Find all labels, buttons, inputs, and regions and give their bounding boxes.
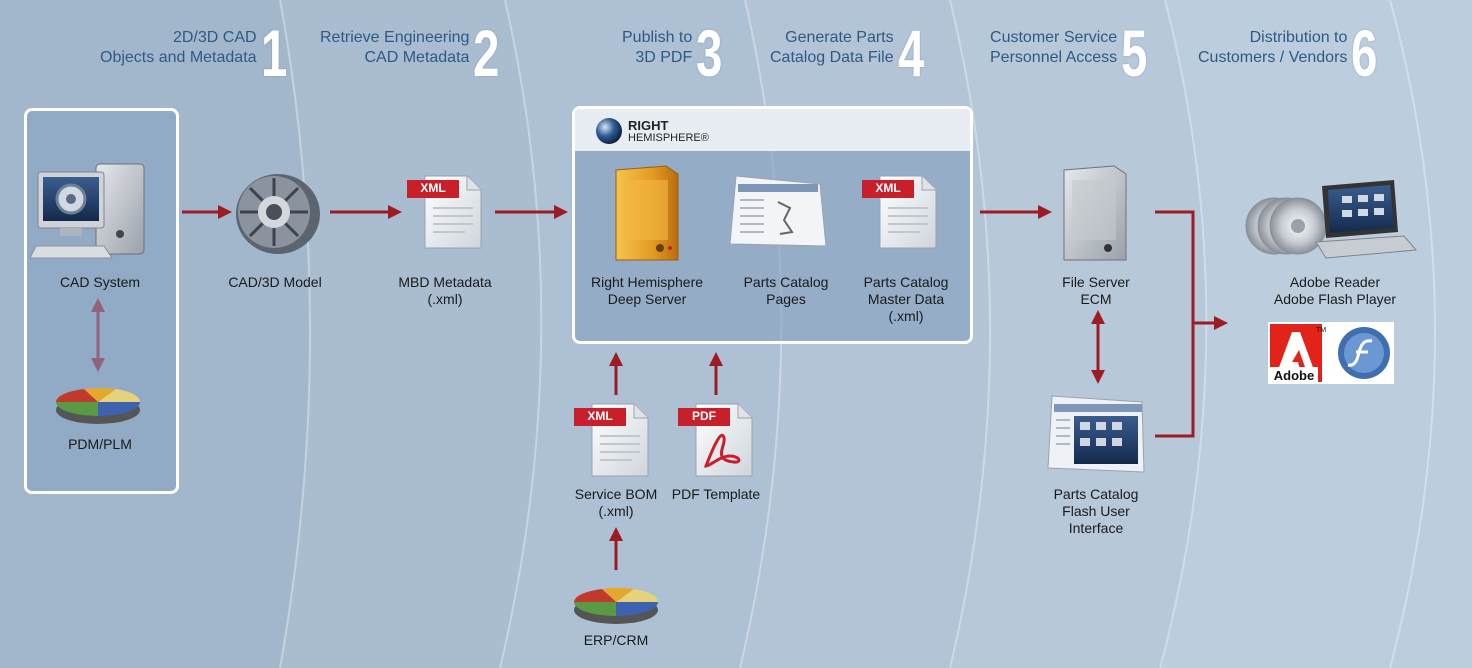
- computer-icon: [30, 163, 145, 259]
- hemisphere-logo-icon: [596, 118, 622, 144]
- adobe-wordmark: Adobe: [1270, 367, 1318, 384]
- deep-server-line2: Deep Server: [607, 291, 687, 307]
- step-5-line1: Customer Service: [990, 29, 1118, 46]
- step-1-line1: 2D/3D CAD: [172, 29, 257, 46]
- xml-document-icon: [862, 175, 937, 249]
- step-6-header: Distribution to Customers / Vendors 6: [1198, 16, 1391, 90]
- step-4-line1: Generate Parts: [785, 29, 894, 46]
- step-1-text: 2D/3D CAD Objects and Metadata: [100, 28, 257, 68]
- step-5-number: 5: [1121, 16, 1148, 90]
- step-1-number: 1: [260, 16, 287, 90]
- logo-line2: HEMISPHERE®: [628, 132, 709, 144]
- cd-laptop-icon: [1245, 180, 1418, 259]
- server-icon: [615, 165, 679, 261]
- flash-ui-line3: Interface: [1068, 520, 1124, 536]
- erp-crm-label: ERP/CRM: [583, 632, 649, 648]
- step-2-number: 2: [473, 16, 500, 90]
- mbd-label-line1: MBD Metadata: [398, 274, 492, 290]
- logo-line1: RIGHT: [628, 118, 669, 133]
- service-bom-line1: Service BOM: [574, 486, 658, 502]
- step-4-number: 4: [897, 16, 925, 90]
- file-server-icon: [1063, 165, 1127, 261]
- step-6-line2: Customers / Vendors: [1198, 49, 1348, 66]
- step-3-number: 3: [696, 16, 723, 90]
- xml-badge-master: XML: [875, 181, 901, 195]
- deep-server-line1: Right Hemisphere: [590, 274, 704, 290]
- pdf-document-icon: [678, 403, 753, 477]
- mbd-metadata-label: MBD Metadata(.xml): [385, 274, 505, 308]
- master-data-line2: Master Data: [867, 291, 945, 307]
- file-server-line2: ECM: [1080, 291, 1112, 307]
- adobe-tm: TM: [1316, 327, 1327, 334]
- step-6-text: Distribution to Customers / Vendors: [1198, 28, 1347, 68]
- pdf-template-label: PDF Template: [671, 486, 761, 502]
- service-bom-label: Service BOM(.xml): [556, 486, 676, 520]
- adobe-reader-line1: Adobe Reader: [1289, 274, 1381, 290]
- cad-model-label: CAD/3D Model: [228, 274, 322, 290]
- step-3-text: Publish to 3D PDF: [622, 28, 692, 68]
- step-6-line1: Distribution to: [1249, 29, 1348, 46]
- pdf-badge: PDF: [692, 409, 716, 423]
- cad-system-label: CAD System: [59, 274, 141, 290]
- master-data-line3: (.xml): [888, 308, 924, 324]
- flash-ui-icon: [1047, 395, 1145, 473]
- catalog-pages-line1: Parts Catalog: [743, 274, 829, 290]
- step-3-line2: 3D PDF: [635, 49, 693, 66]
- master-data-line1: Parts Catalog: [863, 274, 949, 290]
- step-4-line2: Catalog Data File: [770, 49, 894, 66]
- pie-database-icon: [56, 387, 141, 424]
- mbd-label-line2: (.xml): [427, 291, 463, 307]
- step-6-number: 6: [1351, 16, 1378, 90]
- step-1-header: 2D/3D CAD Objects and Metadata 1: [100, 16, 301, 90]
- xml-badge-bom: XML: [587, 409, 613, 423]
- step-2-line2: CAD Metadata: [364, 49, 470, 66]
- logo-bar: [575, 109, 970, 151]
- pdm-plm-label: PDM/PLM: [68, 436, 132, 452]
- step-2-line1: Retrieve Engineering: [320, 29, 470, 46]
- flash-ui-line1: Parts Catalog: [1053, 486, 1139, 502]
- xml-document-icon: [574, 403, 649, 477]
- step-5-line2: Personnel Access: [990, 49, 1118, 66]
- service-bom-line2: (.xml): [598, 503, 634, 519]
- step-1-line2: Objects and Metadata: [100, 49, 257, 66]
- pie-database-icon: [574, 587, 659, 624]
- flash-ui-line2: Flash User: [1062, 503, 1130, 519]
- catalog-pages-line2: Pages: [766, 291, 806, 307]
- file-server-line1: File Server: [1062, 274, 1130, 290]
- xml-document-icon: [407, 175, 482, 249]
- cad-model-icon: [236, 174, 320, 254]
- step-3-header: Publish to 3D PDF 3: [622, 16, 736, 90]
- adobe-reader-line2: Adobe Flash Player: [1273, 291, 1397, 307]
- catalog-pages-icon: [729, 175, 827, 247]
- xml-badge-mbd: XML: [420, 181, 446, 195]
- step-3-line1: Publish to: [622, 29, 693, 46]
